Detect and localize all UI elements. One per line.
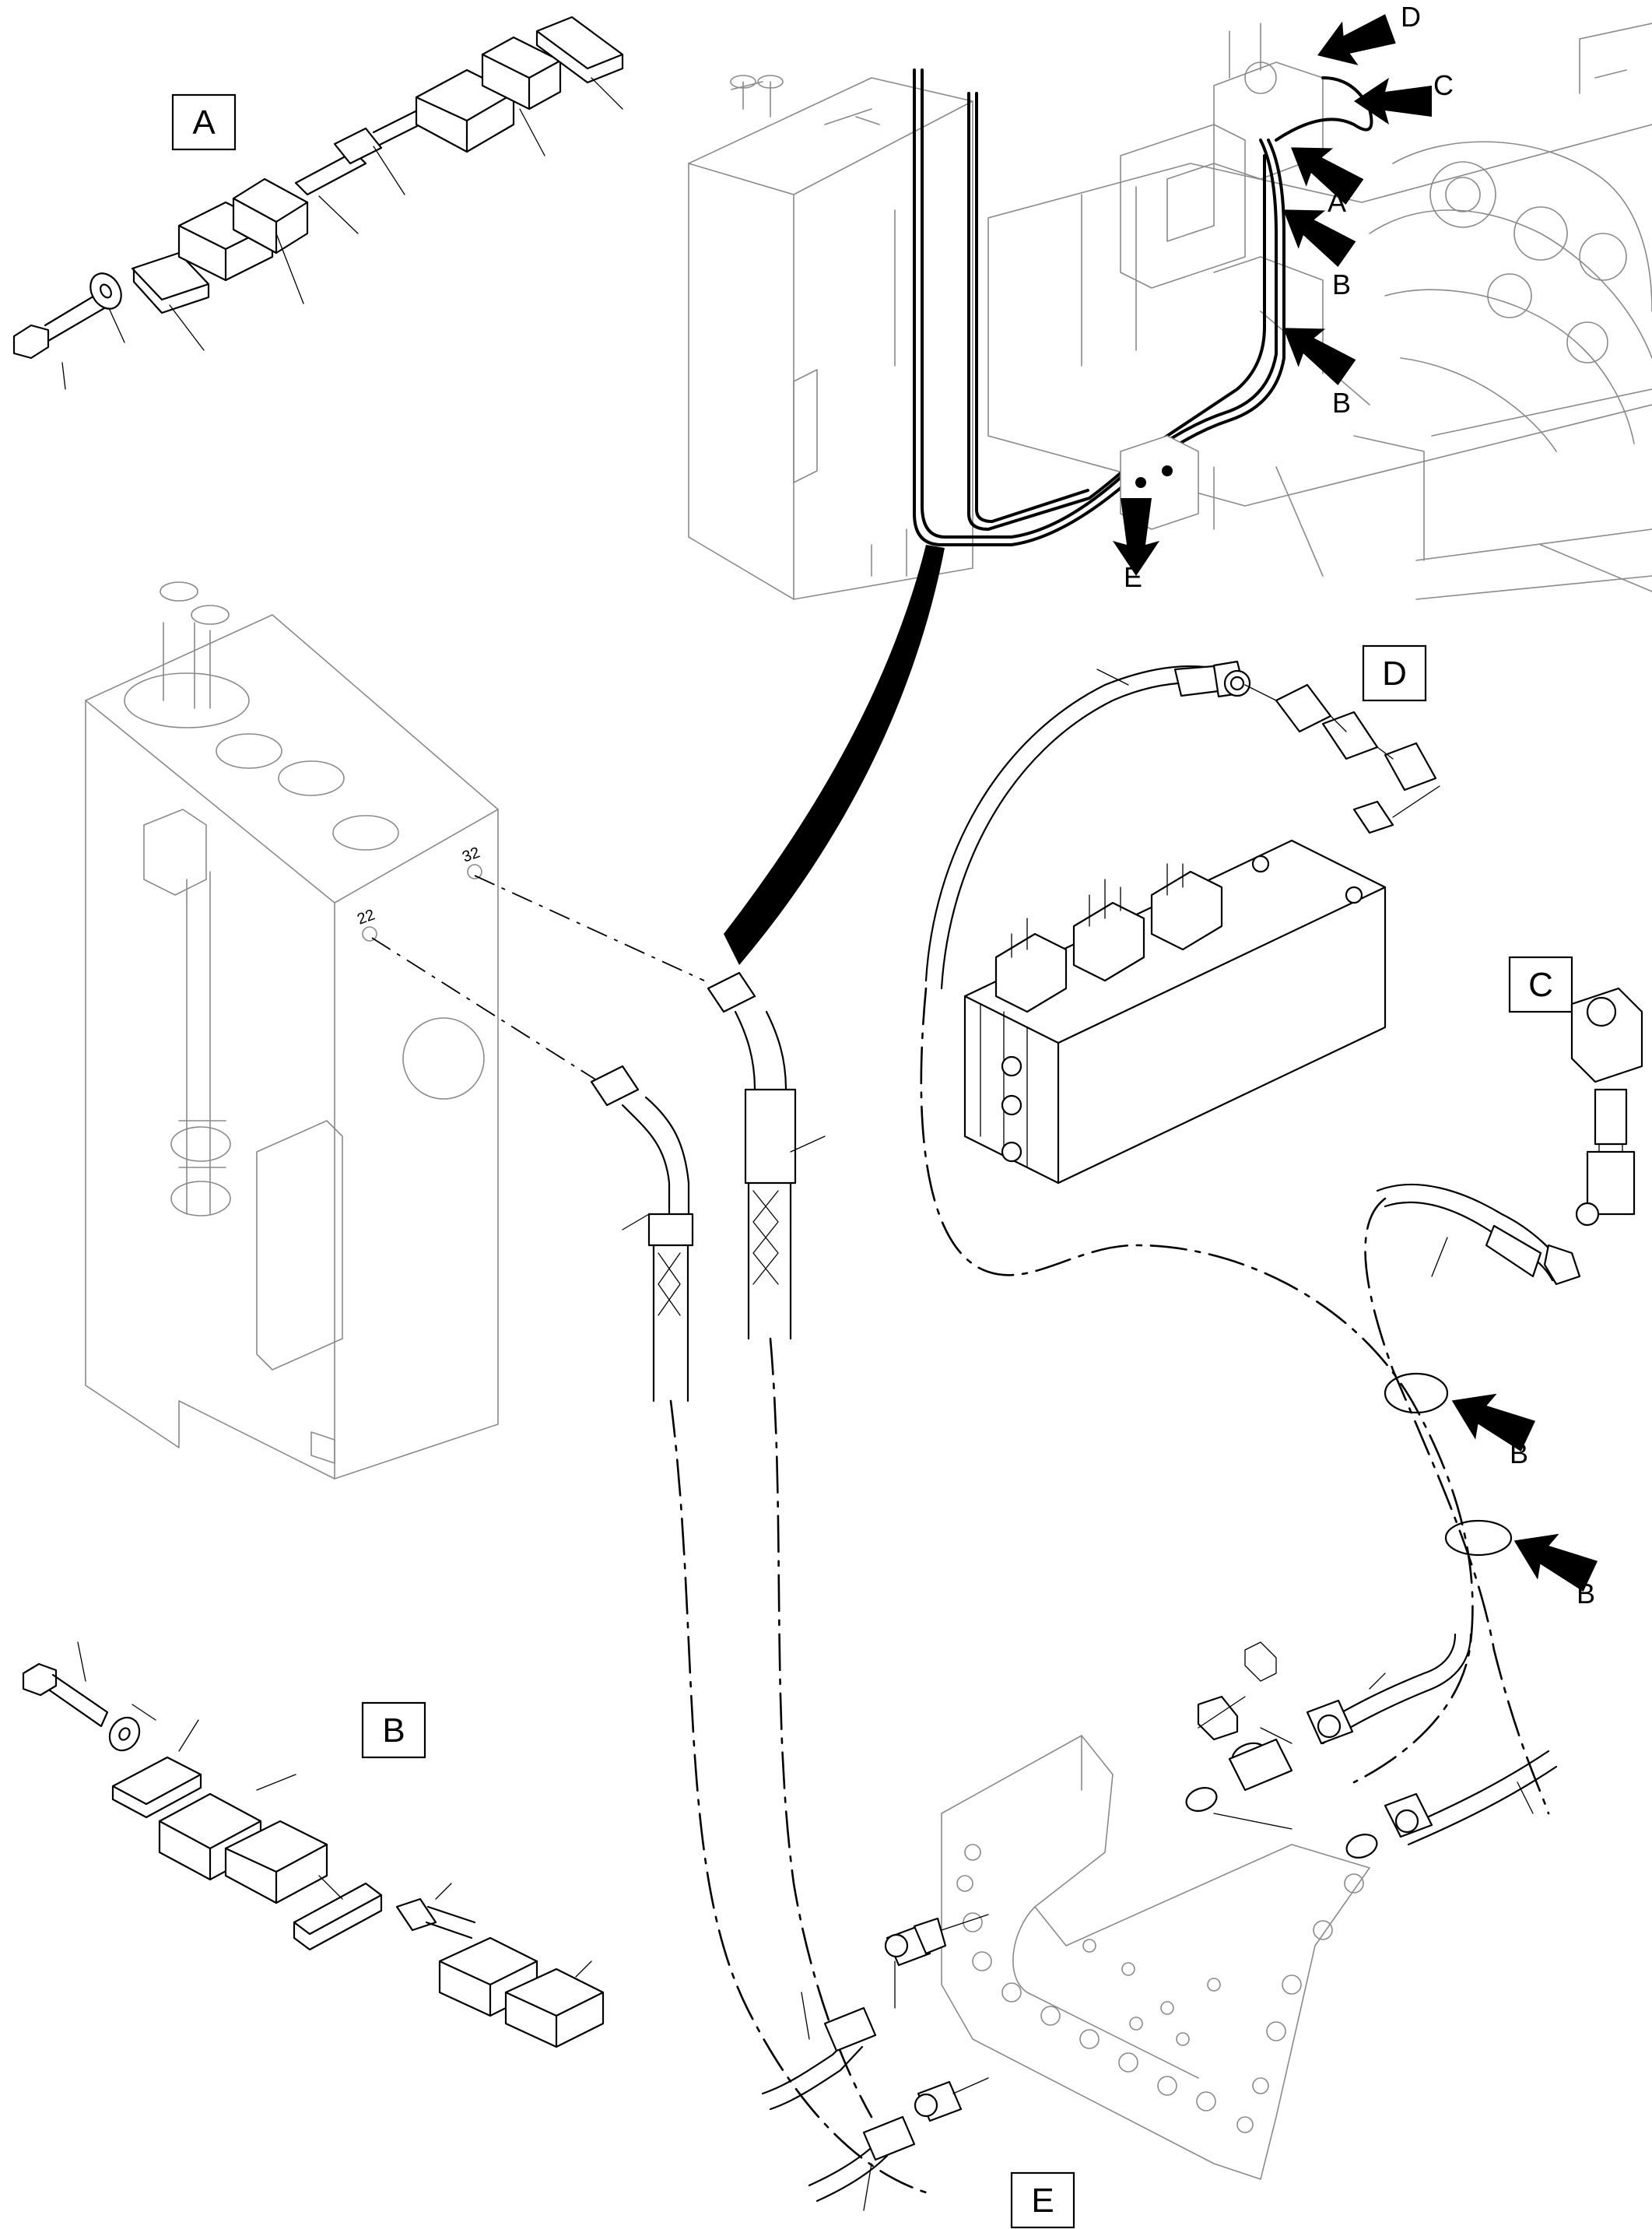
detail-e-label-box [1010, 2171, 1075, 2229]
overview-callout-a: A [1328, 186, 1346, 218]
detail-e-label: E [1031, 2182, 1054, 2220]
overview-callout-e: E [1124, 561, 1142, 593]
tank-return-hoses [590, 971, 935, 2196]
callout-arrow-icon [1354, 78, 1432, 125]
detail-c-label-box [1508, 956, 1573, 1013]
hose-callout-b1: B [1510, 1437, 1528, 1469]
detail-a-clamp-assembly: A [12, 16, 624, 390]
detail-d-label: D [1382, 655, 1407, 693]
detail-a-label: A [192, 104, 216, 142]
clamp-half-upper [415, 36, 562, 153]
overview-callout-b2: B [1332, 387, 1351, 419]
detail-b-clamp-assembly: B [22, 1641, 605, 2048]
detail-d-valve-block: D [920, 644, 1474, 1784]
cover-plate [131, 251, 210, 314]
machine-overview: D C A B B E [688, 1, 1652, 965]
hydraulic-tank: 32 22 [85, 581, 705, 1480]
detail-b-label-box [361, 1701, 426, 1759]
detail-a-label-box [171, 93, 237, 151]
detail-e-bracket: E [761, 1633, 1558, 2229]
washer [89, 272, 122, 310]
callout-arrow-icon [1309, 6, 1399, 78]
detail-c-valve-hose: C B B [1364, 956, 1643, 1815]
overview-callout-d: D [1401, 1, 1421, 33]
detail-c-label: C [1528, 966, 1553, 1004]
weld-stud [333, 107, 428, 165]
detail-b-label: B [382, 1711, 405, 1750]
bolt [12, 291, 106, 360]
bracket-holes [956, 1844, 1364, 2133]
overview-callout-c: C [1433, 69, 1454, 101]
detail-d-label-box [1362, 644, 1427, 702]
overview-callout-b1: B [1332, 269, 1351, 300]
top-cover-plate [535, 16, 624, 84]
hose-callout-b2: B [1577, 1578, 1595, 1609]
spacer-plate [294, 150, 367, 196]
clamp-half-lower [177, 177, 309, 282]
